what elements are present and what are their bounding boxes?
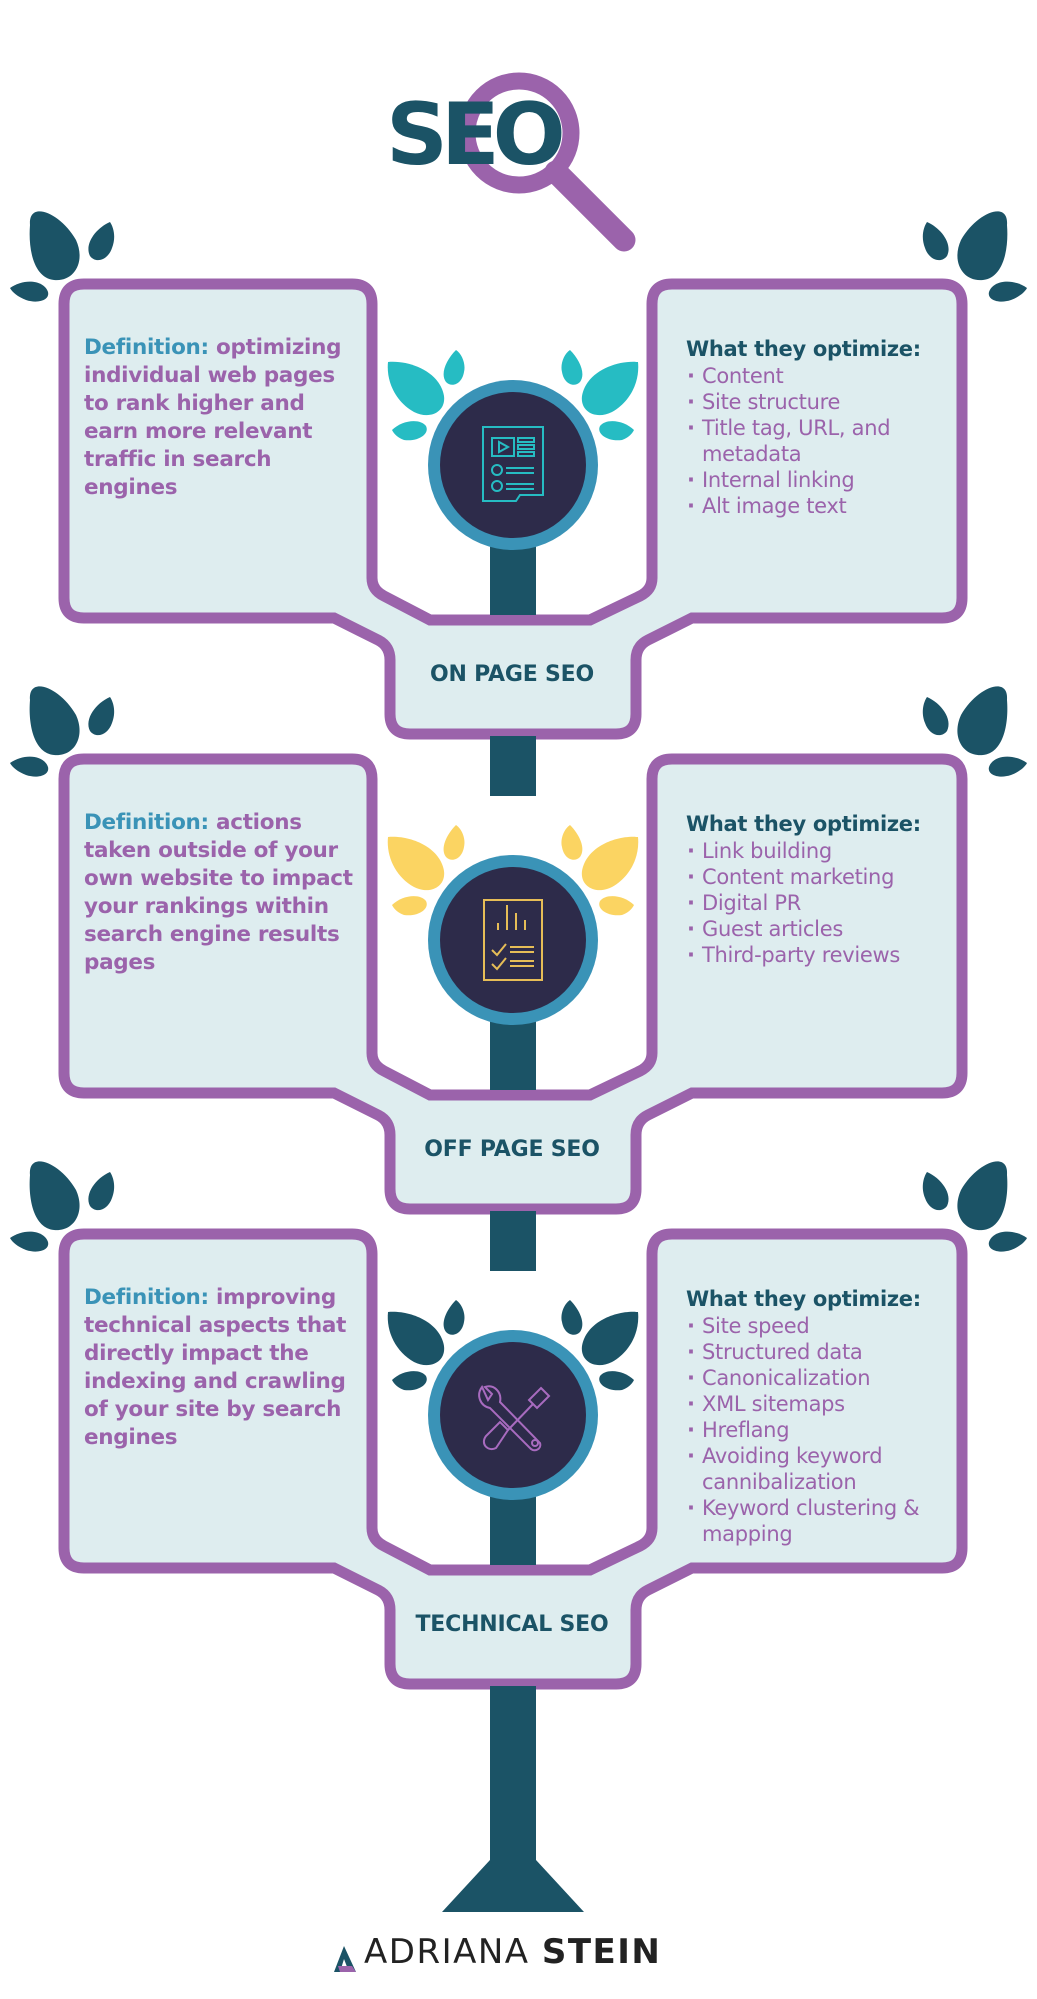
center-leaves-3 [387,1300,639,1391]
brand-wordmark: ADRIANA STEIN [364,1932,744,1972]
definition-body: improving technical aspects that directl… [84,1285,347,1450]
definition-label: Definition: [84,810,209,835]
definition-text-2: Definition: actions taken outside of you… [84,809,364,977]
list-item: Internal linking [686,467,976,493]
optimize-list-2: What they optimize: Link building Conten… [686,811,976,968]
list-item: Site structure [686,389,976,415]
definition-body: actions taken outside of your own websit… [84,810,353,975]
page-title: SEO [386,85,566,185]
stage-label-on-page: ON PAGE SEO [429,662,595,687]
definition-label: Definition: [84,335,209,360]
optimize-list-1: What they optimize: Content Site structu… [686,336,976,519]
center-leaves-2 [387,825,639,916]
list-item: XML sitemaps [686,1391,976,1417]
wrench-screwdriver-icon [478,1385,551,1452]
brand-second: STEIN [541,1932,662,1972]
list-item: Content marketing [686,864,976,890]
list-item: Guest articles [686,916,976,942]
definition-text-3: Definition: improving technical aspects … [84,1284,364,1452]
center-leaves-1 [387,350,639,441]
content-document-icon [482,426,544,502]
optimize-heading: What they optimize: [686,812,921,836]
optimize-list-3: What they optimize: Site speed Structure… [686,1286,976,1547]
section-circle-1 [428,380,598,550]
list-item: Keyword clustering & mapping [686,1495,952,1547]
list-item: Site speed [686,1313,976,1339]
brand-first: ADRIANA [364,1932,530,1972]
adriana-stein-logo-icon [334,1946,356,1972]
list-item: Title tag, URL, and metadata [686,415,932,467]
optimize-heading: What they optimize: [686,1287,921,1311]
list-item: Link building [686,838,976,864]
section-circle-3 [428,1330,598,1500]
optimize-heading: What they optimize: [686,337,921,361]
list-item: Content [686,363,976,389]
corner-leaves [10,211,1027,1252]
list-item: Structured data [686,1339,976,1365]
definition-body: optimizing individual web pages to rank … [84,335,342,500]
stage-label-technical: TECHNICAL SEO [415,1612,609,1637]
list-item: Avoiding keyword cannibalization [686,1443,932,1495]
report-checklist-icon [483,899,543,981]
section-circle-2 [428,855,598,1025]
stage-label-off-page: OFF PAGE SEO [424,1137,600,1162]
trunk-base [442,1860,584,1912]
list-item: Hreflang [686,1417,976,1443]
definition-label: Definition: [84,1285,209,1310]
definition-text-1: Definition: optimizing individual web pa… [84,334,364,502]
list-item: Canonicalization [686,1365,976,1391]
list-item: Third-party reviews [686,942,976,968]
list-item: Digital PR [686,890,976,916]
magnifying-glass-icon [458,72,636,252]
list-item: Alt image text [686,493,976,519]
